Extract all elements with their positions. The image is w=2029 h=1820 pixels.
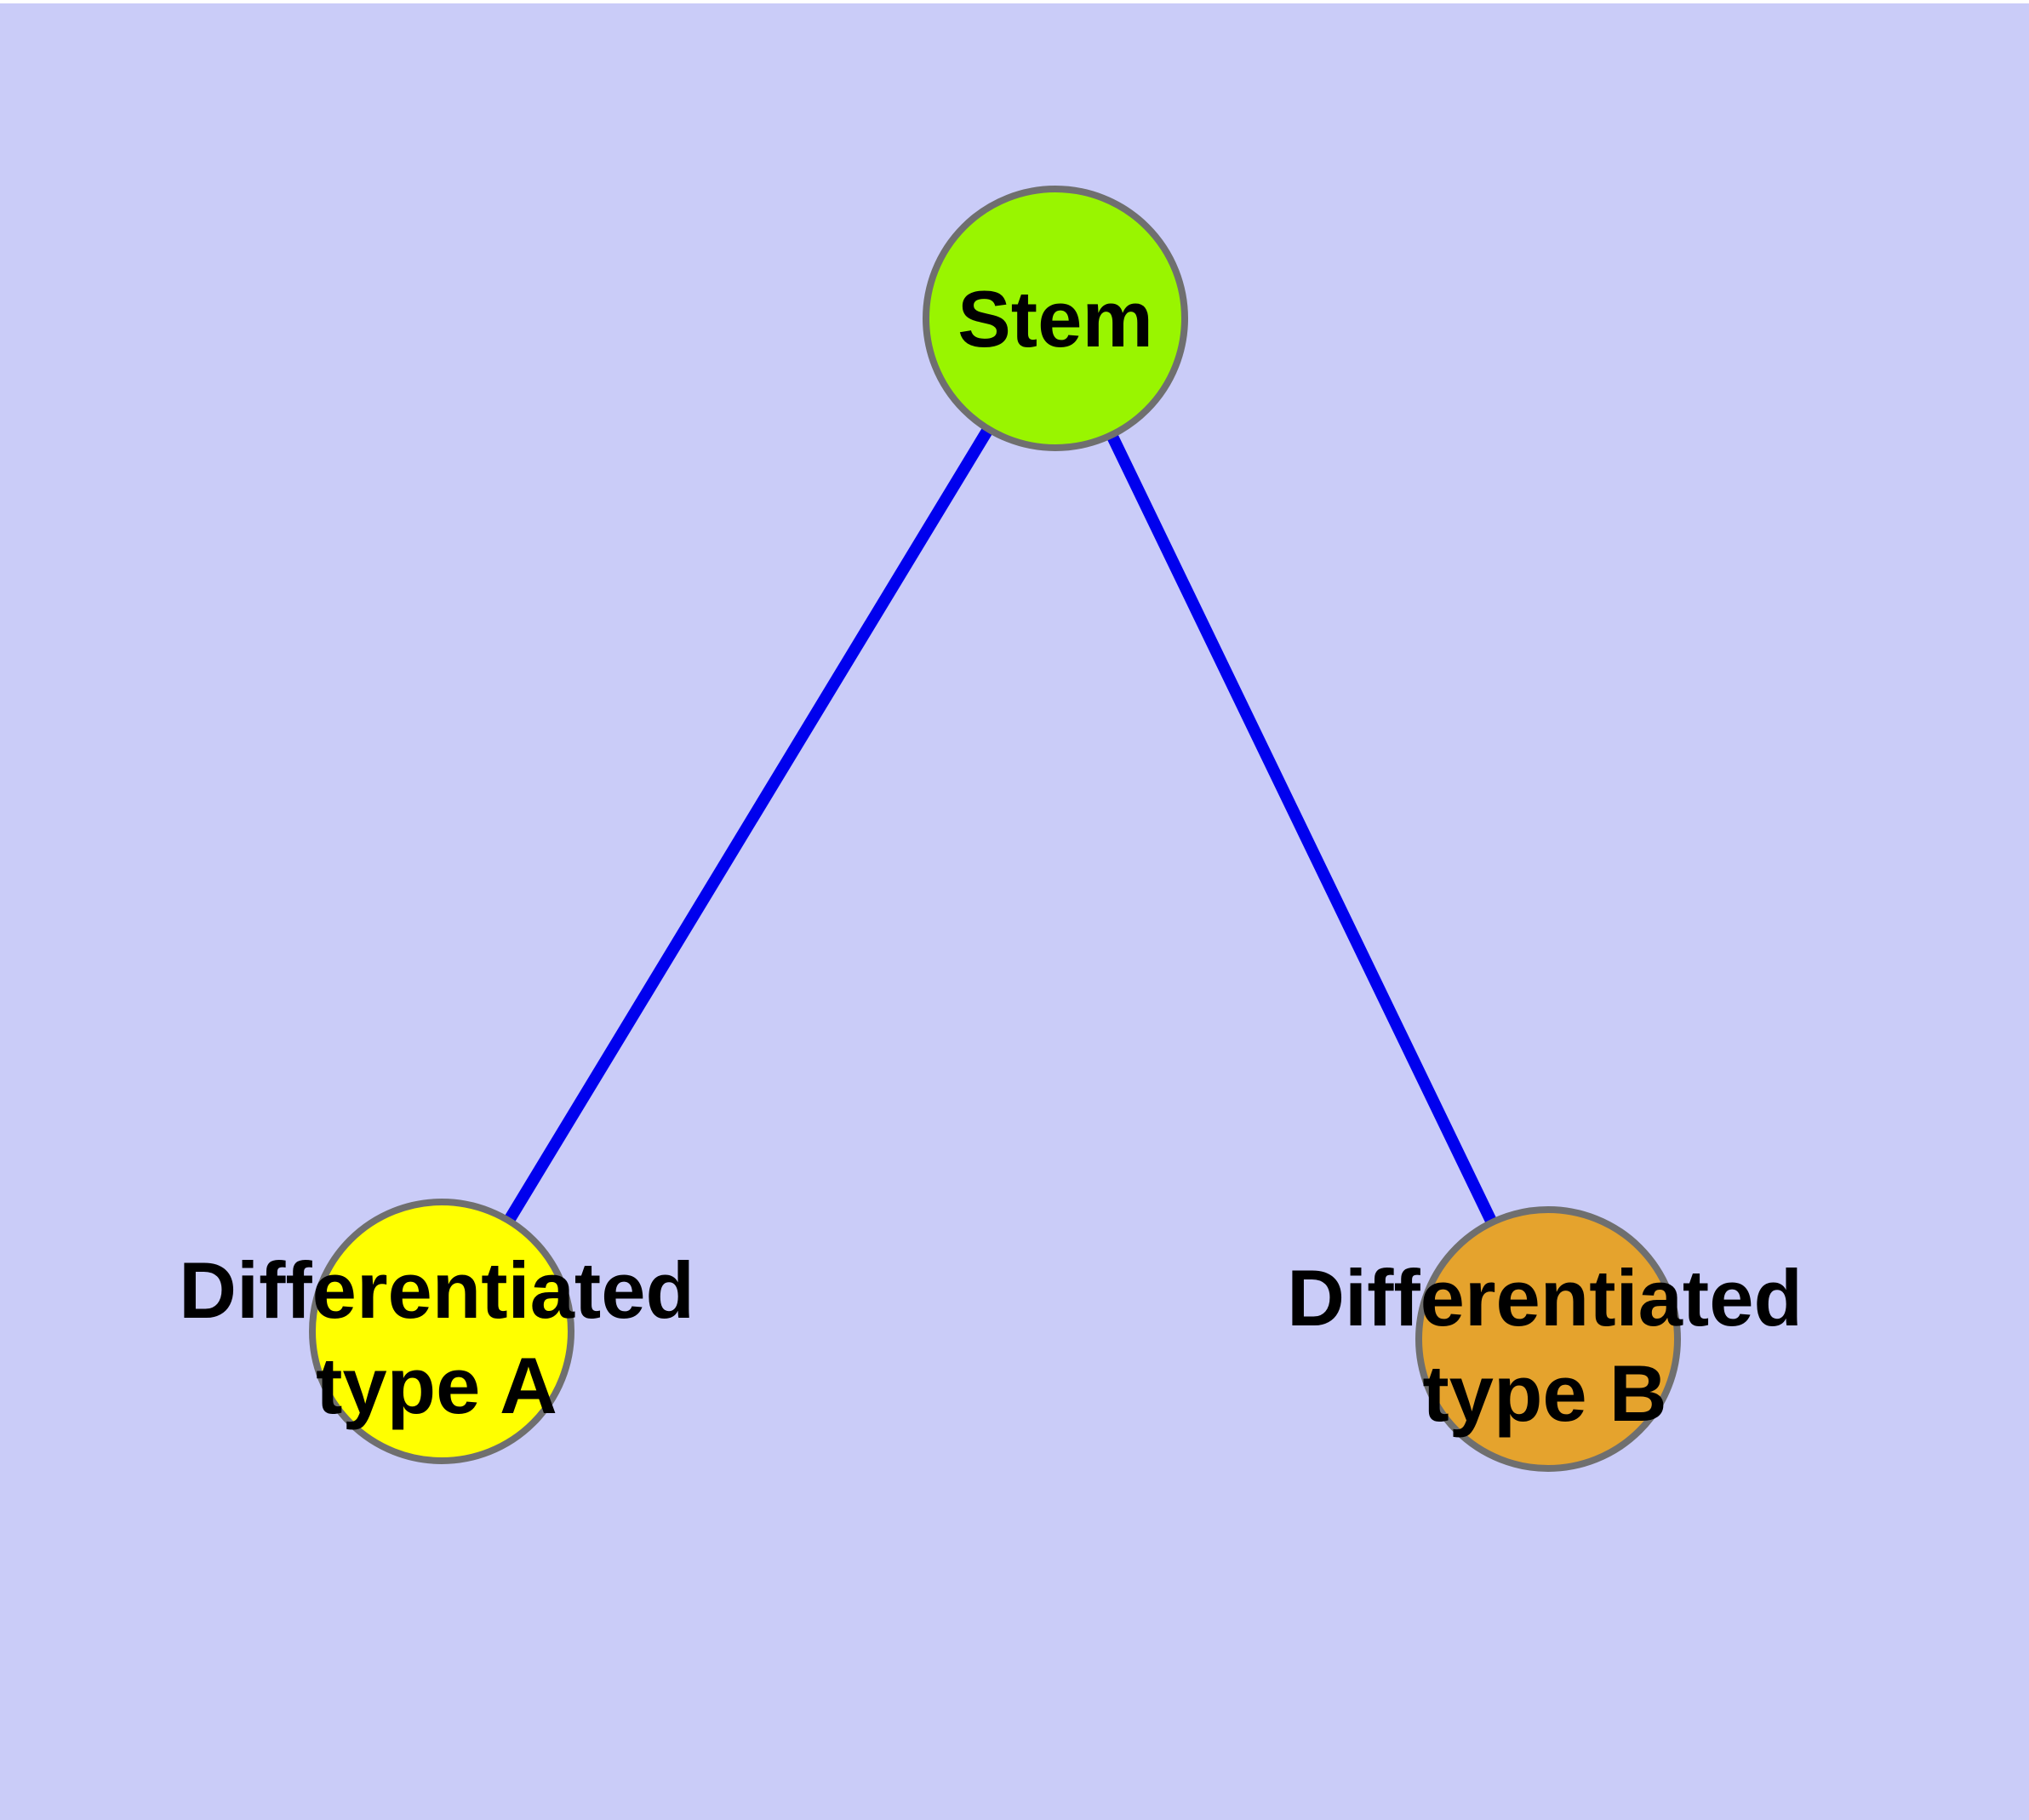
node-type-b-label-line1: Differentiated <box>1287 1253 1803 1342</box>
node-stem <box>923 186 1188 451</box>
edge-stem-to-type-b <box>1049 315 1554 1342</box>
node-type-b-label-line2: type B <box>1422 1348 1666 1438</box>
edge-stem-to-type-a <box>437 315 1060 1335</box>
node-differentiated-type-a <box>309 1199 574 1464</box>
node-differentiated-type-b <box>1415 1206 1681 1472</box>
node-type-a-label-line1: Differentiated <box>179 1245 694 1335</box>
top-margin-strip <box>0 0 2029 3</box>
node-type-a-label-line2: type A <box>316 1341 557 1430</box>
node-stem-label: Stem <box>957 274 1153 363</box>
